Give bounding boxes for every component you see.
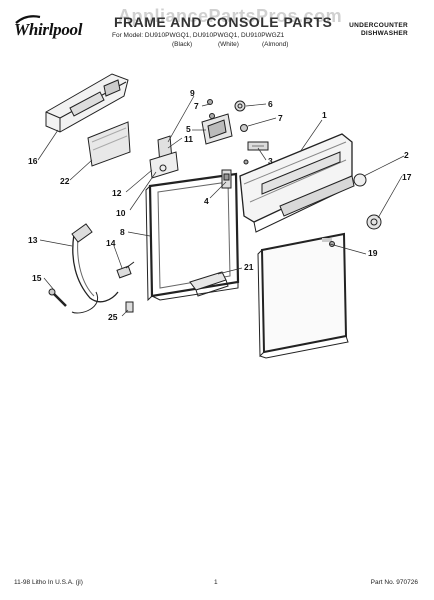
product-line-2: DISHWASHER (360, 30, 408, 37)
color-label-black: (Black) (172, 41, 193, 48)
part-4-switch (221, 169, 232, 189)
callout-19: 19 (368, 248, 378, 258)
watermark: AppliancePartsPros.com (118, 6, 343, 26)
product-line-1: UNDERCOUNTER (349, 22, 408, 29)
callout-22: 22 (60, 176, 70, 186)
product-type: UNDERCOUNTER DISHWASHER (349, 22, 408, 38)
color-label-white: (White) (218, 41, 239, 48)
part-22-panel (87, 121, 131, 167)
screw-hardware (207, 99, 335, 247)
part-13-wire-harness (71, 223, 135, 314)
callout-9: 9 (190, 88, 195, 98)
callout-10: 10 (116, 208, 126, 218)
part-2-console-trim (279, 173, 367, 217)
callout-25: 25 (108, 312, 118, 322)
callout-3: 3 (268, 156, 273, 166)
part-19-door-panel (257, 232, 349, 359)
callout-7a: 7 (194, 101, 199, 111)
part-16-vent (45, 73, 129, 133)
callout-13: 13 (28, 235, 38, 245)
whirlpool-logo: Whirlpool (14, 13, 88, 43)
callout-8: 8 (120, 227, 125, 237)
part-number: Part No. 970726 (370, 579, 418, 586)
brand-name: Whirlpool (14, 20, 83, 39)
callout-16: 16 (28, 156, 38, 166)
callout-4: 4 (204, 196, 209, 206)
page-number: 1 (214, 579, 218, 586)
part-17-knob (366, 214, 382, 230)
part-8-frame (145, 172, 240, 302)
callout-15: 15 (32, 273, 42, 283)
callout-14: 14 (106, 238, 116, 248)
callout-17: 17 (402, 172, 412, 182)
part-1-console (239, 133, 353, 233)
model-numbers: For Model: DU910PWGQ1, DU910PWGQ1, DU910… (112, 32, 285, 39)
part-15-screw (48, 288, 67, 307)
callout-6: 6 (268, 99, 273, 109)
callout-2: 2 (404, 150, 409, 160)
callout-5: 5 (186, 124, 191, 134)
leader-lines (37, 95, 405, 317)
part-3-connector (247, 141, 269, 151)
logo-swoosh-icon (15, 15, 41, 24)
part-11-bracket (149, 135, 179, 179)
callout-7b: 7 (278, 113, 283, 123)
callout-12: 12 (112, 188, 122, 198)
color-label-almond: (Almond) (262, 41, 289, 48)
callout-21: 21 (244, 262, 254, 272)
part-25-clip (125, 301, 134, 313)
part-5-latch (201, 100, 248, 145)
callout-1: 1 (322, 110, 327, 120)
page-title: FRAME AND CONSOLE PARTS (114, 14, 333, 30)
callout-11: 11 (184, 134, 193, 144)
litho-note: 11-98 Litho In U.S.A. (jl) (14, 579, 83, 586)
part-21-clip (189, 271, 229, 297)
